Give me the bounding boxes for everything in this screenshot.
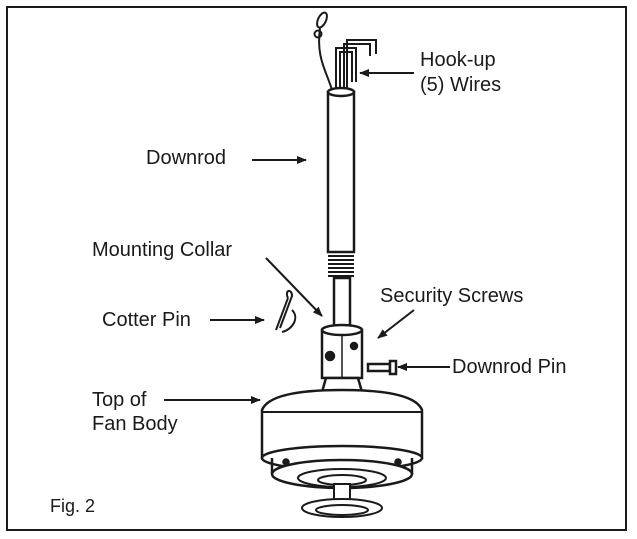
figure-frame: [6, 6, 627, 531]
fan-body: [260, 388, 424, 518]
leader-arrows: [164, 69, 450, 404]
label-top-of-line2: Fan Body: [92, 413, 178, 435]
label-hookup-line2: (5) Wires: [420, 74, 502, 96]
downrod: [326, 86, 356, 254]
cotter-pin: [275, 290, 297, 333]
label-mounting-collar: Mounting Collar: [92, 239, 233, 261]
downrod-threads: [328, 251, 354, 277]
mounting-collar-arrow: [265, 257, 323, 317]
security-screws-arrow: [377, 309, 415, 339]
figure-caption: Fig. 2: [50, 496, 96, 516]
label-downrod: Downrod: [146, 147, 227, 169]
label-security-screws: Security Screws: [380, 285, 524, 307]
lower-rod: [332, 276, 352, 328]
downrod-pin: [366, 359, 398, 376]
label-cotter-pin: Cotter Pin: [102, 309, 191, 331]
hookup-wires: [313, 11, 377, 91]
label-hookup-line1: Hook-up: [420, 49, 496, 71]
mounting-collar: [320, 323, 364, 380]
label-downrod-pin: Downrod Pin: [452, 356, 567, 378]
label-top-of-line1: Top of: [92, 389, 147, 411]
